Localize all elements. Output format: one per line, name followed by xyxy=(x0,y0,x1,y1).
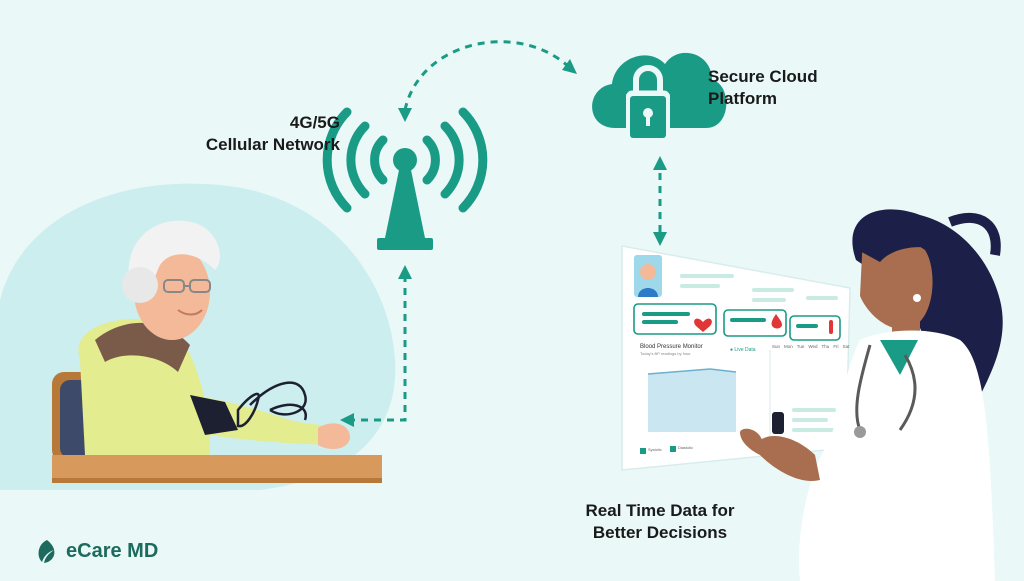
thermometer-icon xyxy=(829,320,833,334)
realtime-label-line1: Real Time Data for xyxy=(585,501,735,520)
cal-day-5: Fri xyxy=(833,344,839,349)
arrowheads xyxy=(340,59,667,427)
cal-day-4: Thu xyxy=(821,344,830,349)
chart-subtitle: Today's BP readings by hour xyxy=(640,351,691,356)
network-label-line1: 4G/5G xyxy=(289,113,340,132)
realtime-label: Real Time Data for Better Decisions xyxy=(570,500,750,544)
brand-name-part2: MD xyxy=(127,539,159,562)
brand-logo: eCare MD xyxy=(34,538,158,564)
network-label: 4G/5G Cellular Network xyxy=(188,112,340,156)
cal-day-2: Tue xyxy=(796,344,805,349)
doctor-illustration xyxy=(740,209,1003,581)
heart-icon xyxy=(694,318,712,332)
vital-card-heart xyxy=(633,303,717,335)
arrowhead-dashboard xyxy=(653,232,667,246)
cal-day-3: Wed xyxy=(808,344,818,349)
vital-card-temp xyxy=(789,315,841,341)
bp-chart-line xyxy=(647,368,737,375)
bp-chart-area xyxy=(648,369,736,432)
legend-systolic: Systolic xyxy=(648,447,662,452)
vital-card-drop xyxy=(723,309,787,337)
cloud-label-line1: Secure Cloud xyxy=(708,67,818,86)
arrowhead-tower-bottom xyxy=(398,265,412,279)
arrowhead-cloud xyxy=(562,59,577,74)
arrow-tower-to-cloud xyxy=(403,40,572,111)
cloud-label: Secure Cloud Platform xyxy=(708,66,818,110)
smartwatch-icon xyxy=(772,412,784,434)
arrowhead-cloud-bottom xyxy=(653,156,667,170)
arrow-patient-to-tower xyxy=(350,275,407,422)
network-label-line2: Cellular Network xyxy=(205,135,340,154)
cloud-lock-icon xyxy=(592,52,727,142)
cloud-label-line2: Platform xyxy=(708,89,777,108)
arrowhead-tower-top xyxy=(398,108,412,122)
live-data-text: Live Data xyxy=(734,347,756,353)
realtime-label-line2: Better Decisions xyxy=(592,523,728,542)
brand-name-part1: eCare xyxy=(66,539,122,562)
blood-drop-icon xyxy=(771,314,783,329)
cell-tower-icon xyxy=(322,107,488,250)
arrowhead-patient xyxy=(340,413,354,427)
live-data-label: ● Live Data xyxy=(730,347,756,353)
calendar-header: Sun Mon Tue Wed Thu Fri Sat xyxy=(772,344,849,349)
connector-arrows xyxy=(350,40,662,422)
patient-illustration xyxy=(52,220,382,483)
brand-leaf-icon xyxy=(38,540,55,563)
legend-diastolic: Diastolic xyxy=(678,445,694,450)
cal-day-6: Sat xyxy=(842,344,850,349)
cal-day-0: Sun xyxy=(772,344,781,349)
chart-title: Blood Pressure Monitor xyxy=(640,344,703,350)
dashboard-panel xyxy=(621,245,851,471)
cal-day-1: Mon xyxy=(784,344,793,349)
